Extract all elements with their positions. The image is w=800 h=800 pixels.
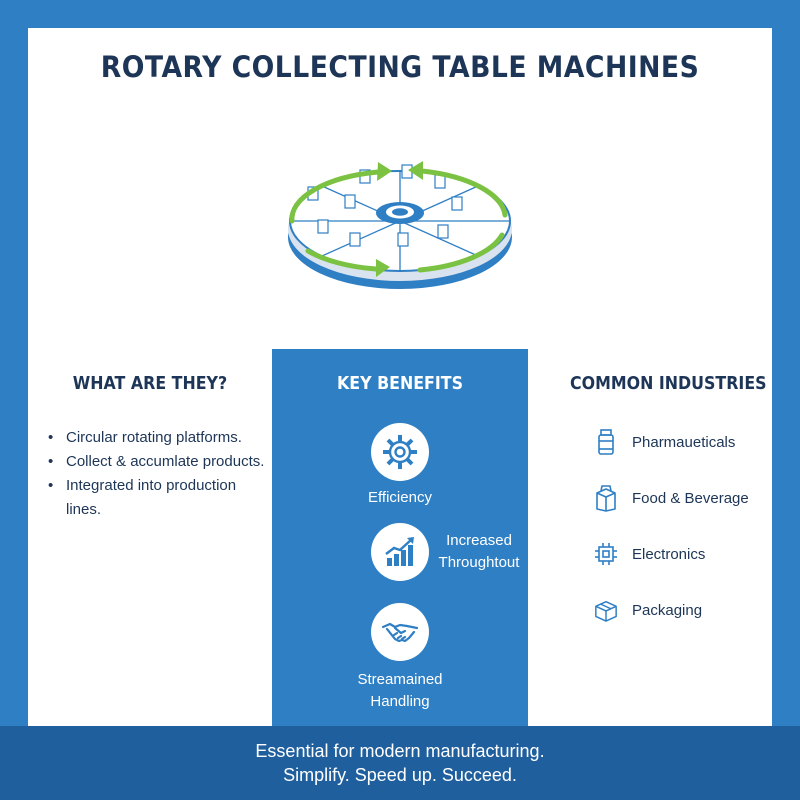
industry-label: Food & Beverage (632, 489, 749, 507)
industry-electronics: Electronics (594, 538, 705, 570)
chip-icon (594, 540, 618, 568)
benefit-handling-label: Streamained Handling (357, 671, 443, 710)
gear-icon (371, 423, 429, 481)
package-icon (594, 596, 618, 624)
what-are-they-heading: WHAT ARE THEY? (72, 373, 228, 394)
footer-line-1: Essential for modern manufacturing. (255, 741, 545, 761)
list-item: Integrated into production lines. (44, 474, 274, 522)
industry-packaging: Packaging (594, 594, 702, 626)
footer-banner: Essential for modern manufacturing. Simp… (0, 726, 800, 800)
list-item: Circular rotating platforms. (44, 426, 274, 450)
industry-food-beverage: Food & Beverage (594, 482, 749, 514)
industry-label: Electronics (632, 545, 706, 563)
growth-chart-icon (371, 523, 429, 581)
page-title: ROTARY COLLECTING TABLE MACHINES (100, 50, 700, 84)
rotary-table-illustration (288, 161, 512, 289)
industry-pharmaceuticals: Pharmaueticals (594, 426, 735, 458)
benefit-throughput-label: Increased Throughtout (438, 532, 520, 571)
food-box-icon (594, 484, 618, 512)
list-item: Collect & accumlate products. (44, 450, 274, 474)
medicine-bottle-icon (594, 428, 618, 456)
benefit-efficiency-label: Efficiency (368, 489, 432, 506)
key-benefits-heading: KEY BENEFITS (337, 373, 463, 394)
industry-label: Pharmaueticals (632, 433, 736, 451)
footer-line-2: Simplify. Speed up. Succeed. (283, 765, 517, 785)
industry-label: Packaging (632, 601, 703, 619)
common-industries-heading: COMMON INDUSTRIES (570, 373, 767, 394)
handshake-icon (371, 603, 429, 661)
what-are-they-list: Circular rotating platforms. Collect & a… (44, 426, 274, 522)
